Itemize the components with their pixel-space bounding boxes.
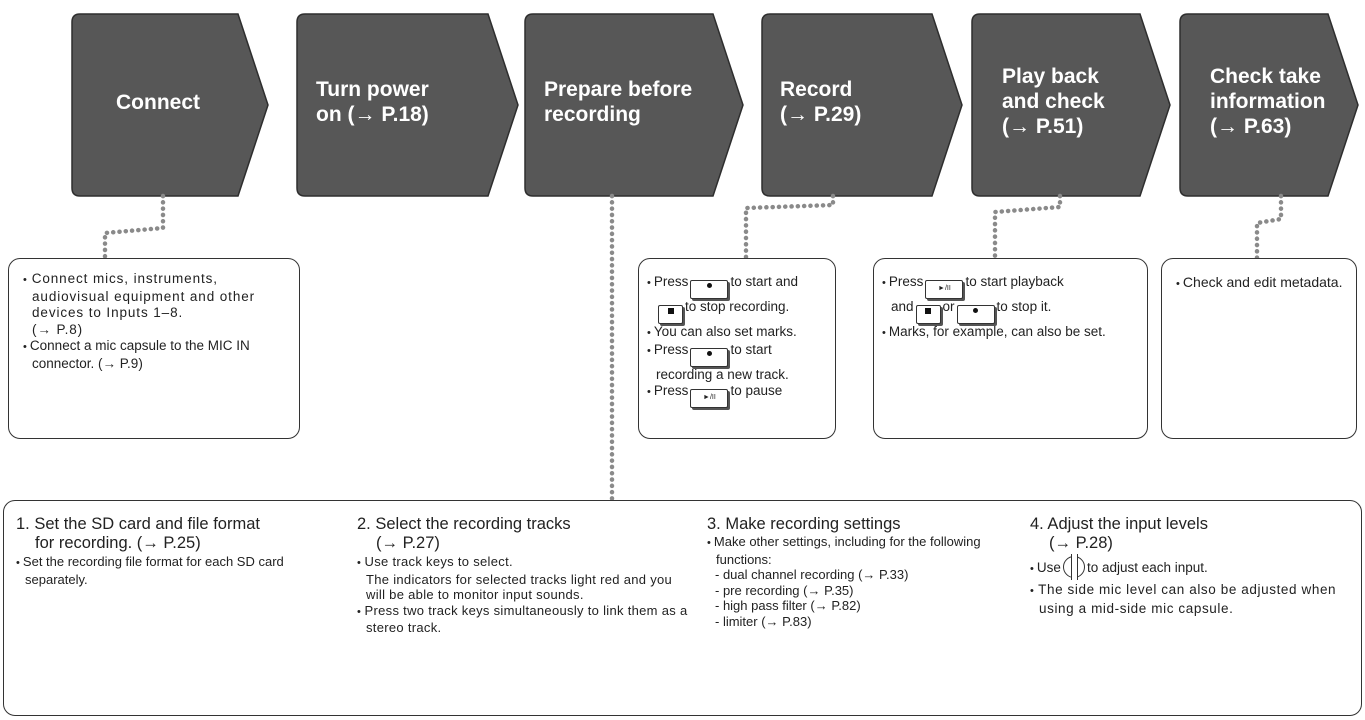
prepare-col-2: 2. Select the recording tracks (→ P.27) … (357, 515, 692, 636)
prepare-col-1: 1. Set the SD card and file format for r… (16, 515, 346, 587)
play-pause-key-icon: ►/II (925, 280, 964, 299)
prepare-step-3-title: 3. Make recording settings (707, 515, 901, 533)
prepare-step-3-item: - pre recording (→ P.35) (715, 582, 854, 598)
record-key-icon (956, 305, 995, 324)
stop-key-icon (658, 305, 683, 324)
record-key-icon (690, 347, 729, 367)
prepare-step-3-item: - dual channel recording (→ P.33) (715, 567, 909, 582)
step-prepare-arrow (524, 13, 744, 197)
prepare-col-3: 3. Make recording settings Make other se… (707, 515, 1012, 629)
level-knob-icon (1062, 554, 1085, 580)
step-power-label: Turn power on (→ P.18) (316, 78, 429, 126)
prepare-step-1-title: 1. Set the SD card and file format for r… (16, 515, 260, 552)
record-bullet-2: You can also set marks. (647, 324, 829, 342)
playback-bullet-2: Marks, for example, can also be set. (882, 324, 1141, 342)
record-connector (743, 193, 836, 261)
step-info-arrow (1179, 13, 1359, 197)
step-playback-arrow (971, 13, 1171, 197)
prepare-step-3-item: - limiter (→ P.83) (715, 613, 812, 629)
info-connector (1254, 193, 1284, 261)
info-bullet-1: Check and edit metadata. (1176, 274, 1350, 293)
step-connect-label: Connect (116, 91, 200, 114)
prepare-step-1-bullet: Set the recording file format for each S… (16, 554, 346, 587)
playback-connector (992, 193, 1063, 261)
record-key-icon (690, 280, 729, 299)
prepare-step-2-title: 2. Select the recording tracks (→ P.27) (357, 515, 571, 552)
step-info-label: Check take information (→ P.63) (1210, 65, 1326, 138)
prepare-step-4-title: 4. Adjust the input levels (→ P.28) (1030, 515, 1208, 552)
connect-bullet-2: Connect a mic capsule to the MIC IN conn… (23, 338, 289, 372)
step-record-arrow (761, 13, 963, 197)
prepare-step-3-list: - dual channel recording (→ P.33) - pre … (707, 567, 1012, 629)
step-power-arrow (296, 13, 519, 197)
prepare-col-4: 4. Adjust the input levels (→ P.28) Uset… (1030, 515, 1355, 617)
step-connect-arrow (71, 13, 269, 197)
play-pause-key-icon: ►/II (690, 389, 729, 408)
stop-key-icon (915, 305, 941, 324)
connect-detail-box: Connect mics, instruments, audiovisual e… (8, 258, 300, 439)
prepare-step-3-bullet: Make other settings, including for the f… (707, 534, 1012, 567)
step-prepare-label: Prepare before recording (544, 78, 693, 126)
prepare-step-3-item: - high pass filter (→ P.82) (715, 598, 861, 613)
prepare-step-4-bullet-2: The side mic level can also be adjusted … (1030, 581, 1355, 617)
prepare-step-2-bullet-1: Use track keys to select. The indicators… (357, 554, 692, 603)
connect-bullet-1: Connect mics, instruments, audiovisual e… (23, 271, 289, 338)
info-detail-box: Check and edit metadata. (1161, 258, 1357, 439)
connect-connector (102, 193, 166, 261)
prepare-step-2-bullet-2: Press two track keys simultaneously to l… (357, 603, 692, 636)
step-playback-label: Play back and check (→ P.51) (1002, 65, 1105, 138)
step-record-label: Record (→ P.29) (780, 78, 862, 126)
